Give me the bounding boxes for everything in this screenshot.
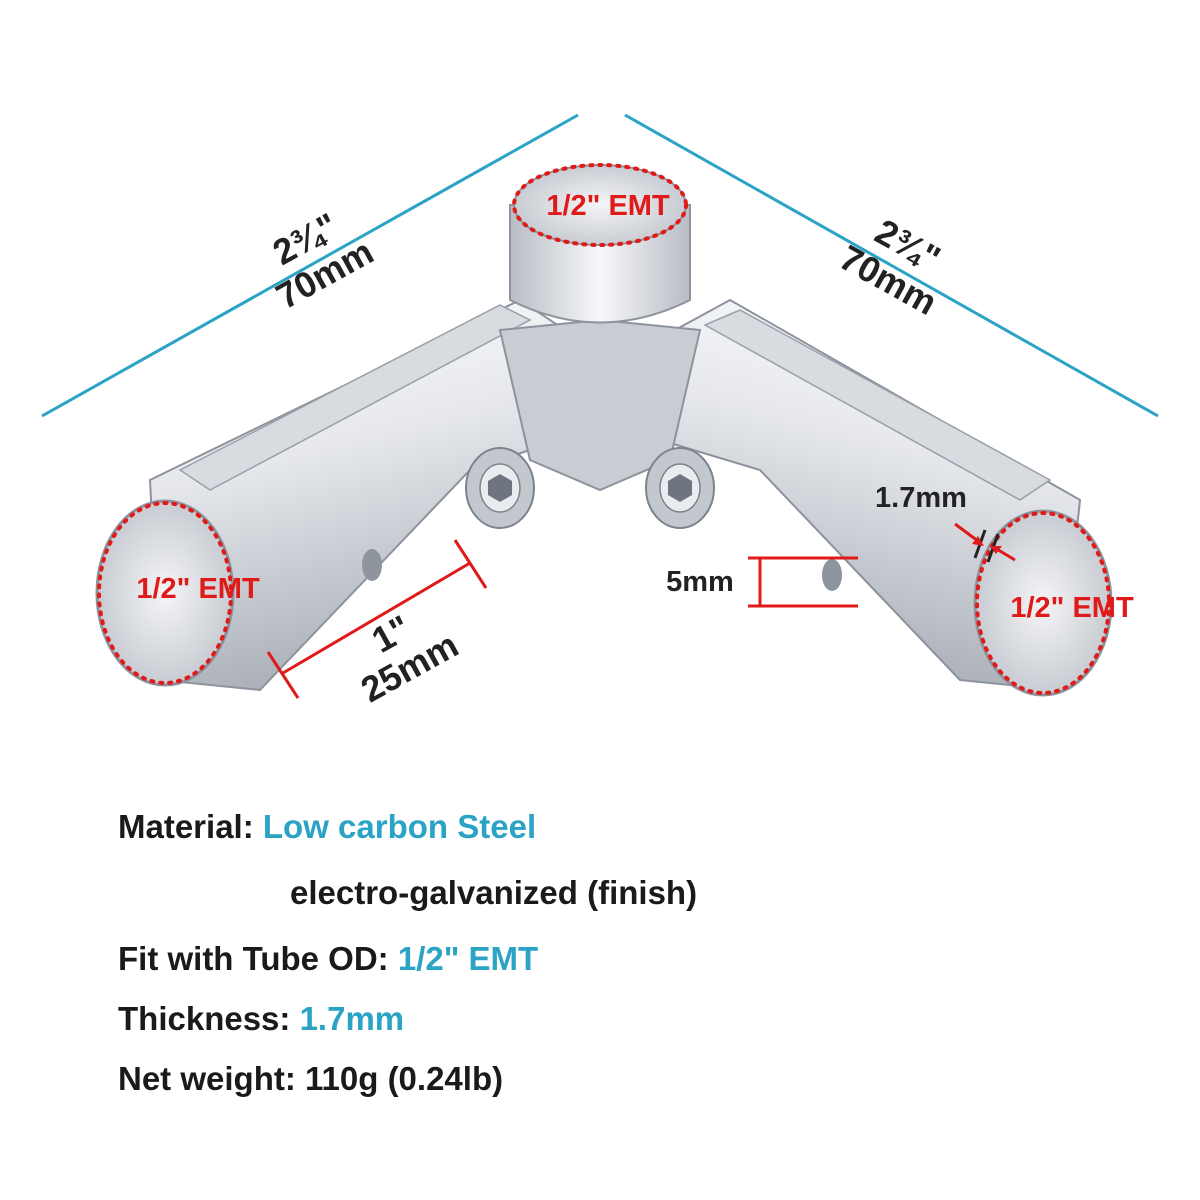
spec-finish: electro-galvanized (finish) [290, 874, 697, 912]
right-arm-rail [703, 309, 1052, 501]
spec-material: Material: Low carbon Steel [118, 808, 536, 846]
right-opening-label: 1/2" EMT [1010, 592, 1134, 624]
right-side-hole [822, 559, 842, 591]
fit-value: 1/2" EMT [397, 940, 539, 977]
fit-label: Fit with Tube OD: [118, 940, 389, 977]
top-opening-callout [512, 163, 688, 247]
hole-size-label: 5mm [666, 566, 734, 598]
spec-weight: Net weight: 110g (0.24lb) [118, 1060, 503, 1098]
corner-fitting [95, 164, 1113, 697]
insert-depth-dimension [266, 539, 488, 699]
weight-value: 110g (0.24lb) [305, 1060, 504, 1097]
wall-thickness-dimension [954, 522, 1016, 563]
material-value: Low carbon Steel [262, 808, 537, 845]
right-length-dimension-line [624, 113, 1159, 418]
finish-value: electro-galvanized (finish) [290, 874, 698, 911]
spec-thickness: Thickness: 1.7mm [118, 1000, 404, 1038]
material-label: Material: [118, 808, 254, 845]
thickness-label: Thickness: [118, 1000, 291, 1037]
wall-thickness-label: 1.7mm [875, 482, 967, 514]
weight-label: Net weight: [118, 1060, 296, 1097]
set-screw-left [465, 447, 535, 529]
left-length-dimension-line [41, 113, 579, 418]
right-opening-callout [975, 511, 1111, 695]
set-screw-right [645, 447, 715, 529]
left-opening-label: 1/2" EMT [136, 573, 260, 605]
top-opening-label: 1/2" EMT [546, 190, 670, 222]
hole-size-dimension [748, 556, 858, 608]
left-arm-rail [178, 304, 532, 491]
left-opening-callout [97, 501, 233, 685]
left-side-hole [362, 549, 382, 581]
spec-fit: Fit with Tube OD: 1/2" EMT [118, 940, 538, 978]
thickness-value: 1.7mm [299, 1000, 405, 1037]
